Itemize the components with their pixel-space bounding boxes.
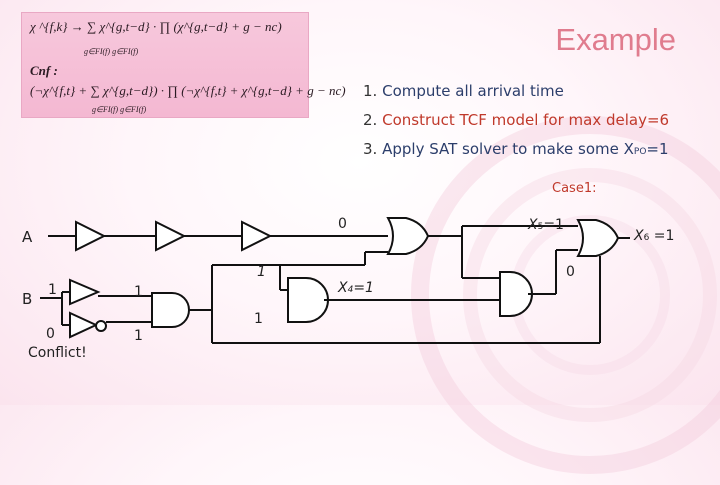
step-1-number: 1. [363,82,383,100]
steps-list: 1. Compute all arrival time 2. Construct… [363,77,669,164]
input-b-label: B [22,290,33,308]
step-3-sub: PO [633,147,647,157]
input-a-label: A [22,228,33,246]
inverter-bubble [95,320,107,332]
x4-letter: X [338,280,348,296]
b-upper-value: 1 [48,282,57,298]
x5-value: =1 [543,217,564,233]
and1-bottom-input-value: 1 [134,328,143,344]
and1-top-input-value: 1 [134,284,143,300]
formula-image: χ ^{f,k} → ∑ χ^{g,t−d} · ∏ (χ^{g,t−d} + … [21,12,346,118]
mid-wire-value: 1 [257,264,266,280]
buffer-a1 [75,220,107,252]
buffer-b [69,278,101,306]
or2-bottom-value: 0 [566,264,575,280]
case-label: Case1: [552,181,597,196]
x4-label: X4=1 [338,280,374,296]
x5-subscript: 5 [537,222,544,232]
x4-value: =1 [353,280,374,296]
inverter-b [69,311,99,339]
mid-wire-lower-value: 1 [254,311,263,327]
formula-line-2-subscripts: g∈FI(f) g∈FI(f) [92,105,147,114]
step-3-suffix: =1 [646,140,669,158]
or1-top-value: 0 [338,216,347,232]
formula-line-1-subscripts: g∈FI(f) g∈FI(f) [84,47,139,56]
step-2: 2. Construct TCF model for max delay=6 [363,106,669,135]
buffer-a3 [241,220,273,252]
buffer-a2 [155,220,187,252]
x5-letter: X [528,217,538,233]
b-lower-value: 0 [46,326,55,342]
or-gate-2 [576,219,620,257]
step-3-number: 3. [363,140,383,158]
and-gate-2 [287,277,329,323]
x4-subscript: 4 [347,285,354,295]
step-1: 1. Compute all arrival time [363,77,669,106]
slide-title: Example [555,22,676,57]
x6-value: =1 [649,228,675,244]
or-gate-1 [386,217,430,255]
x6-subscript: 6 [643,233,650,243]
cnf-label: Cnf : [30,63,58,78]
and-gate-1 [151,292,190,328]
step-3-text: Apply SAT solver to make some X [382,140,634,158]
x6-letter: X [634,228,644,244]
formula-line-2: (¬χ^{f,t} + ∑ χ^{g,t−d}) · ∏ (¬χ^{f,t} +… [30,83,346,98]
slide: χ ^{f,k} → ∑ χ^{g,t−d} · ∏ (χ^{g,t−d} + … [21,12,720,474]
formula-line-1: χ ^{f,k} → ∑ χ^{g,t−d} · ∏ (χ^{g,t−d} + … [30,19,282,34]
step-2-text: Construct TCF model for max delay=6 [382,111,670,129]
conflict-label: Conflict! [28,345,87,361]
x6-label: X6 =1 [634,228,674,244]
step-3: 3. Apply SAT solver to make some XPO=1 [363,135,669,164]
step-1-text: Compute all arrival time [382,82,564,100]
and-gate-3 [499,271,533,317]
x5-label: X5=1 [528,217,564,233]
logic-circuit [40,217,630,344]
step-2-number: 2. [363,111,383,129]
